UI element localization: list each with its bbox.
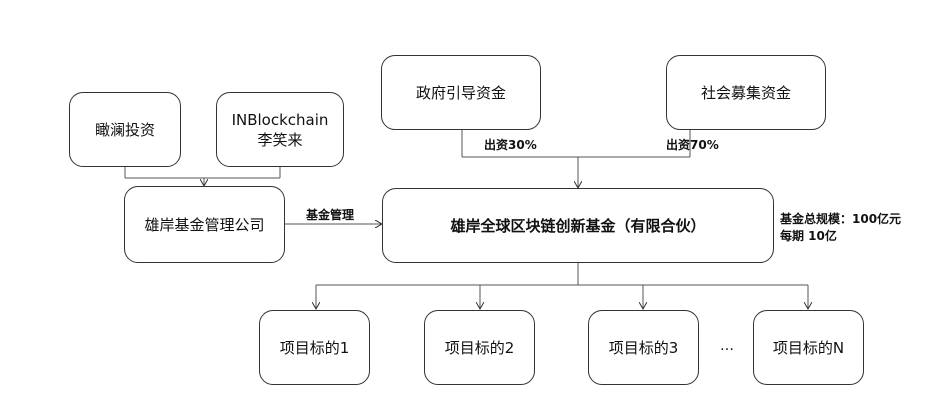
node-label: 项目标的2 <box>444 338 515 357</box>
node-label: 瞰澜投资 <box>94 120 155 139</box>
node-project-2: 项目标的2 <box>424 310 535 385</box>
node-social-fund: 社会募集资金 <box>666 55 826 130</box>
node-label: 雄岸基金管理公司 <box>144 215 265 234</box>
node-label: 政府引导资金 <box>415 83 506 102</box>
gov-share-label: 出资30% <box>484 138 537 152</box>
node-project-1: 项目标的1 <box>259 310 370 385</box>
node-project-3: 项目标的3 <box>588 310 699 385</box>
node-label-line2: 李笑来 <box>257 130 303 149</box>
node-government-fund: 政府引导资金 <box>381 55 541 130</box>
ellipsis: … <box>720 338 734 354</box>
node-kanlan-investment: 瞰澜投资 <box>69 92 181 167</box>
node-management-company: 雄岸基金管理公司 <box>124 186 285 263</box>
node-label: 项目标的1 <box>279 338 350 357</box>
node-label: 项目标的N <box>772 338 845 357</box>
node-main-fund: 雄岸全球区块链创新基金（有限合伙） <box>382 188 774 263</box>
node-label: 雄岸全球区块链创新基金（有限合伙） <box>450 216 706 235</box>
per-period-label: 每期 10亿 <box>780 229 837 243</box>
node-label-line1: INBlockchain <box>231 110 329 129</box>
fund-size-label: 基金总规模：100亿元 <box>780 212 902 226</box>
node-label: 社会募集资金 <box>700 83 791 102</box>
node-project-n: 项目标的N <box>753 310 864 385</box>
node-inblockchain: INBlockchain 李笑来 <box>216 92 344 167</box>
social-share-label: 出资70% <box>666 138 719 152</box>
node-label: 项目标的3 <box>608 338 679 357</box>
fund-management-label: 基金管理 <box>306 208 355 222</box>
